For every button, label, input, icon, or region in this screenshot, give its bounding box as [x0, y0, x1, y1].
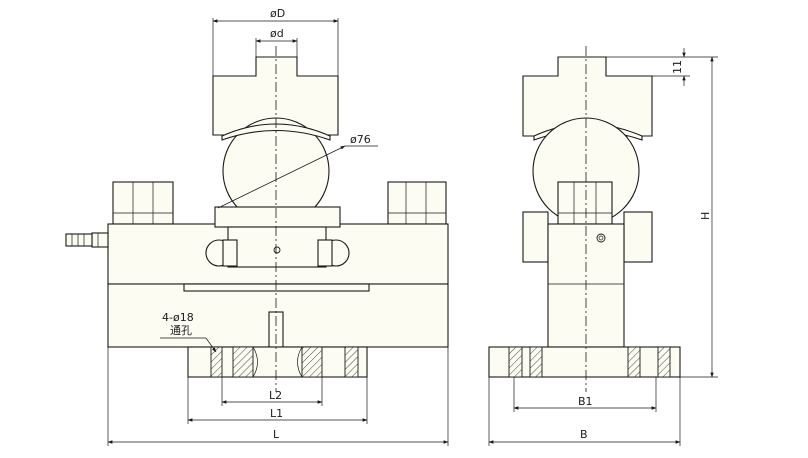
front-right-stud	[387, 181, 447, 225]
dim-B: B	[580, 428, 588, 441]
dim-L2: L2	[269, 389, 282, 402]
dim-B1: B1	[578, 395, 593, 408]
front-bolt	[273, 246, 281, 254]
dim-holes-count: 4-ø18	[162, 311, 194, 324]
front-view	[65, 46, 449, 392]
dim-L: L	[273, 428, 280, 441]
dim-H: H	[699, 212, 712, 220]
front-left-stud	[112, 181, 174, 225]
front-upper-seat	[221, 123, 331, 141]
side-top-stud	[557, 181, 613, 225]
dim-phi-d: ød	[270, 27, 284, 40]
dim-phi-76: ø76	[350, 133, 371, 146]
dim-phi-D: øD	[270, 7, 285, 20]
dim-holes-note: 通孔	[170, 324, 192, 337]
dim-L1: L1	[270, 407, 283, 420]
side-left-block	[522, 211, 549, 263]
side-view	[488, 46, 681, 392]
side-bolt	[596, 233, 606, 243]
dimensions: øD ød ø76 4-ø18 通孔 L2 L1 L B1	[107, 7, 718, 446]
cable-connector	[65, 232, 109, 248]
front-center-block	[214, 206, 341, 228]
dim-t: 11	[671, 60, 684, 74]
side-right-block	[623, 211, 653, 263]
